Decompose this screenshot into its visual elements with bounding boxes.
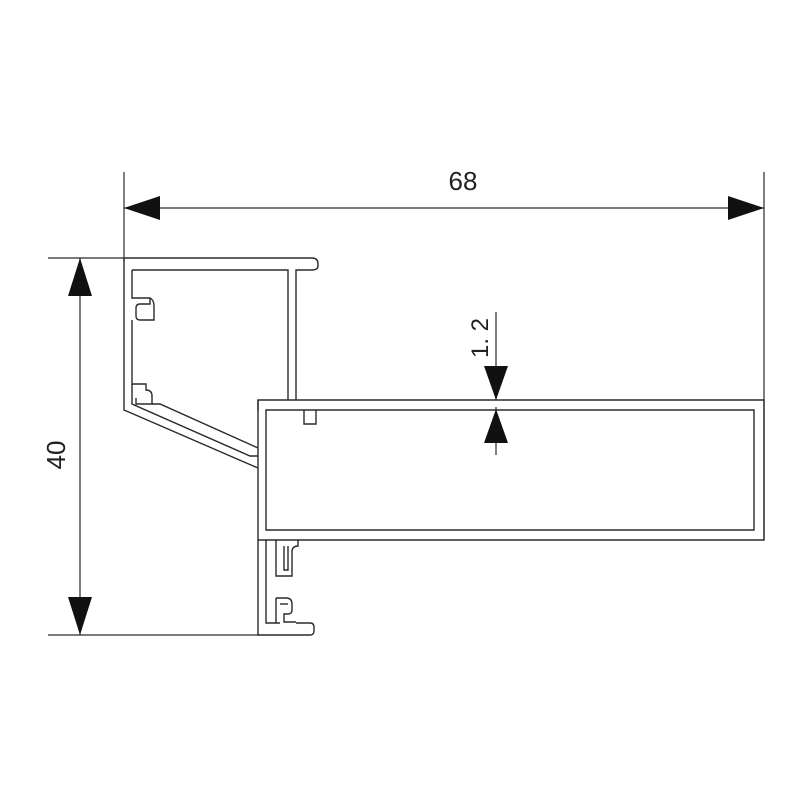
main-chamber-lip [303, 410, 317, 425]
main-chamber-outer [257, 399, 765, 541]
wall-thickness-label: 1. 2 [467, 318, 494, 358]
width-label: 68 [449, 166, 478, 196]
slanted-web-inner [152, 403, 259, 449]
wall-thickness-dimension: 1. 2 [467, 312, 508, 455]
lower-leg-outer [257, 540, 315, 636]
left-slot-upper [131, 320, 153, 405]
lower-leg-inner [265, 540, 280, 624]
lower-slot-upper [275, 540, 299, 577]
left-slot-lower [131, 384, 258, 457]
left-wall-outer [123, 258, 259, 469]
height-arrow-bottom [68, 597, 92, 635]
main-chamber-inner [265, 409, 755, 531]
width-arrow-right [728, 196, 764, 220]
upper-left-chamber-inner [132, 269, 289, 400]
height-label: 40 [41, 441, 71, 470]
height-arrow-top [68, 258, 92, 296]
lower-slot-upper-inner [283, 546, 289, 571]
width-dimension: 68 [123, 166, 765, 540]
thickness-arrow-up [484, 409, 508, 443]
height-dimension: 40 [41, 257, 258, 636]
upper-left-chamber-outer [124, 257, 319, 400]
left-wall-inner [131, 270, 155, 321]
aluminium-profile [123, 257, 765, 636]
lower-slot-lower [275, 597, 296, 623]
width-arrow-left [124, 196, 160, 220]
thickness-arrow-down [484, 366, 508, 400]
